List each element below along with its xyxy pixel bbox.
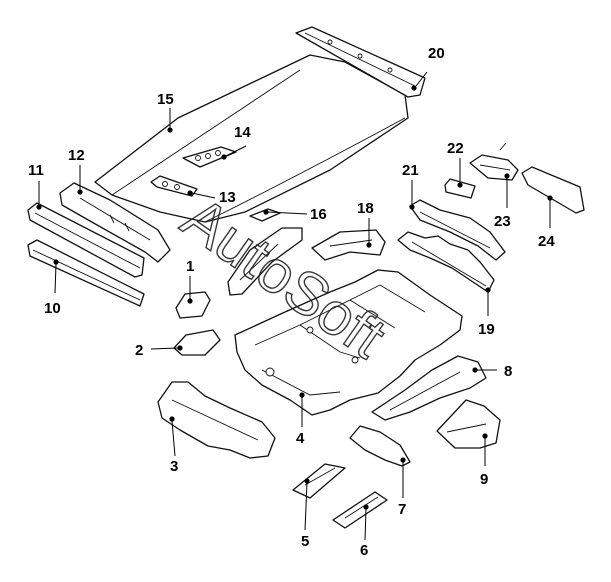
callout-21: 21 [402,162,419,179]
part-bracket-7[interactable] [349,425,411,467]
callout-20: 20 [428,45,445,62]
part-plate-22[interactable] [444,178,476,199]
part-roof-plate-13[interactable] [150,175,198,197]
callout-4: 4 [296,430,305,447]
callout-15: 15 [157,91,174,108]
part-plate-1[interactable] [175,291,211,319]
callout-1: 1 [186,258,194,275]
callout-6: 6 [360,542,368,559]
callout-13: 13 [219,189,236,206]
part-roof-header-rail[interactable] [295,26,426,98]
callout-24: 24 [538,233,555,250]
callout-16: 16 [310,206,327,223]
callout-labels: 15 20 14 13 11 12 10 16 18 21 19 22 23 2… [28,45,555,559]
part-cross-member-21[interactable] [409,199,506,261]
leader-lines [38,71,551,541]
part-bracket-5[interactable] [292,463,346,499]
part-roof-panel[interactable] [94,54,409,223]
callout-3: 3 [170,458,178,475]
part-rear-bracket-18[interactable] [311,229,386,261]
part-cross-member-19[interactable] [397,231,495,293]
callout-11: 11 [28,162,44,179]
part-bracket-6[interactable] [332,491,388,529]
part-roof-plate-14[interactable] [182,146,237,168]
part-front-member[interactable] [157,381,276,459]
part-cowl-panel[interactable] [27,239,145,307]
callout-10: 10 [44,300,61,317]
part-support-bracket-9[interactable] [436,399,501,449]
callout-22: 22 [447,140,464,157]
callout-9: 9 [480,471,488,488]
part-windshield-header[interactable] [27,202,145,278]
part-front-roof-rail[interactable] [59,182,171,263]
part-pillar-reinforcement[interactable] [227,227,303,296]
part-rear-floor-bracket[interactable] [371,355,487,421]
callout-8: 8 [504,363,512,380]
callout-14: 14 [234,124,251,141]
leader-dots [36,85,553,510]
callout-2: 2 [135,342,143,359]
part-lamp-housing-23[interactable] [469,142,519,181]
callout-5: 5 [301,533,309,550]
part-plate-2[interactable] [173,329,221,356]
callout-12: 12 [68,147,85,164]
callout-19: 19 [478,321,495,338]
part-floor-pan[interactable] [234,269,463,416]
callout-18: 18 [357,200,374,217]
callout-23: 23 [494,213,511,230]
callout-7: 7 [398,501,406,518]
part-cover-panel-24[interactable] [521,166,585,214]
